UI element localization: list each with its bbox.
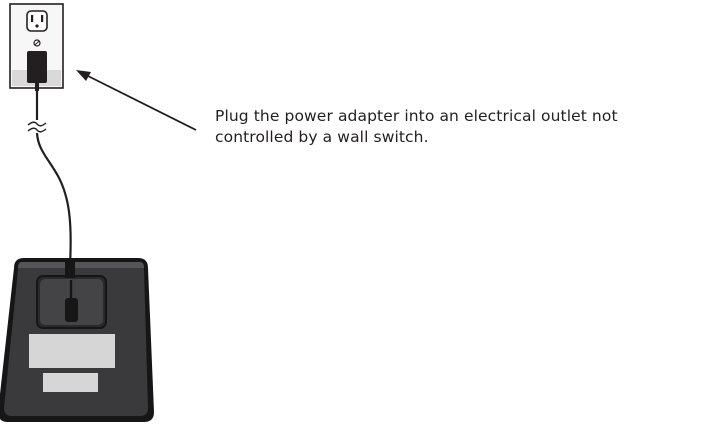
instruction-text: Plug the power adapter into an electrica… [215,106,715,148]
charger-base-icon [0,258,154,422]
cord-break-icon [27,121,47,133]
instruction-line-1: Plug the power adapter into an electrica… [215,107,618,125]
instruction-line-2: controlled by a wall switch. [215,128,429,146]
pointer-arrow-icon [76,70,197,131]
power-cord [35,91,72,280]
power-adapter-plug-icon [27,51,47,91]
